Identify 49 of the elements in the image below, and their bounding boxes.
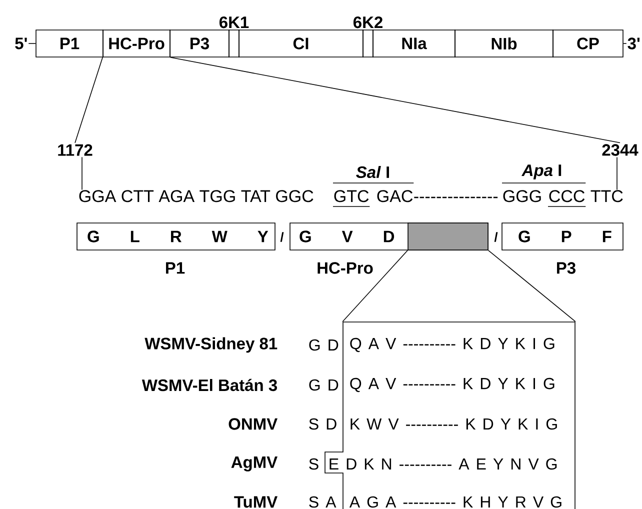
- enzyme-site-label: Apa I: [522, 164, 562, 180]
- protein-box: G P F: [502, 222, 624, 250]
- sequence-text: GGG: [503, 190, 541, 202]
- residue-text: Q A V ---------- K D Y K I G: [350, 338, 554, 352]
- strain-name: WSMV-El Batán 3: [142, 378, 277, 392]
- alignment-frame: [324, 322, 576, 509]
- residue-text: A G A ---------- K H Y R V G: [349, 496, 562, 508]
- shaded-region: [408, 222, 488, 250]
- position-number: 2344: [602, 144, 638, 156]
- residue-text: G D: [309, 379, 338, 391]
- zoom-line: [170, 57, 620, 144]
- end-label: 5': [15, 38, 36, 50]
- box-caption: P3: [557, 262, 576, 274]
- gene-segment: NIa: [372, 30, 456, 58]
- sequence-text: ---------------: [414, 196, 498, 198]
- sequence-text: CCC: [549, 190, 585, 202]
- gene-segment: NIb: [454, 30, 554, 58]
- separator-slash: /: [494, 232, 498, 242]
- residue-text: K W V ---------- K D Y K I G: [350, 418, 557, 430]
- zoom-line: [488, 250, 576, 322]
- residue-text: S D: [309, 418, 336, 430]
- position-tick: [616, 156, 618, 190]
- end-label: 3': [623, 38, 640, 50]
- strain-name: TuMV: [234, 496, 278, 508]
- sequence-text: GTC: [334, 190, 369, 202]
- strain-name: ONMV: [228, 418, 278, 430]
- zoom-line: [74, 57, 103, 144]
- residue-text: Q A V ---------- K D Y K I G: [350, 378, 554, 392]
- node-label: 6K1: [219, 16, 249, 28]
- strain-name: AgMV: [231, 456, 278, 472]
- gene-segment: CI: [238, 30, 364, 58]
- protein-box: G L R W Y: [76, 222, 276, 250]
- sequence-text: TTC: [590, 190, 623, 202]
- zoom-line: [342, 250, 408, 322]
- box-caption: P1: [166, 262, 185, 274]
- node-label: 6K2: [353, 16, 382, 28]
- sequence-text: GGA CTT AGA TGG TAT GGC: [79, 190, 314, 202]
- residue-text: G D: [309, 339, 338, 351]
- sequence-text: GAC: [377, 190, 413, 202]
- gene-segment: P3: [170, 30, 230, 58]
- enzyme-site-label: Sal I: [356, 166, 390, 178]
- gene-segment: HC-Pro: [102, 30, 170, 58]
- residue-text: E D K N ---------- A E Y N V G: [330, 458, 557, 470]
- strain-name: WSMV-Sidney 81: [144, 337, 278, 353]
- gene-segment: P1: [36, 30, 104, 58]
- residue-text: S A: [309, 496, 336, 508]
- position-number: 1172: [58, 144, 92, 156]
- box-caption: HC-Pro: [318, 262, 373, 274]
- gene-segment: CP: [552, 30, 624, 58]
